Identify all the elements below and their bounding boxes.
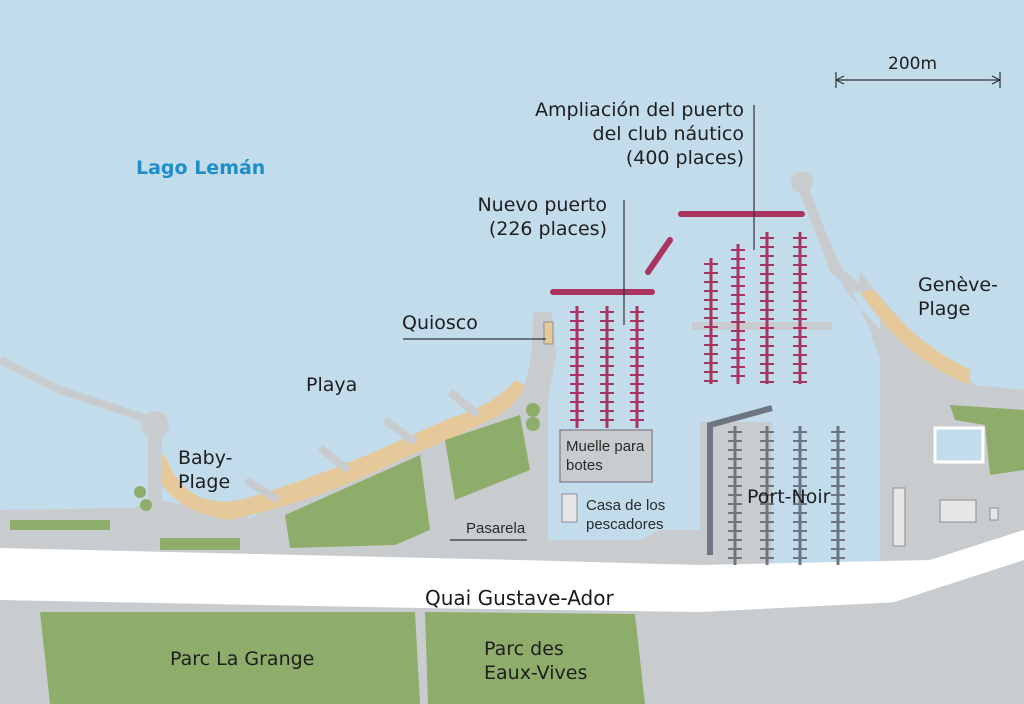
port-noir-breakwater bbox=[707, 405, 773, 555]
baby-plage-label: Baby- Plage bbox=[178, 447, 233, 493]
quiosco-label: Quiosco bbox=[402, 312, 478, 334]
parc-eaux-vives-label: Parc des Eaux-Vives bbox=[484, 638, 588, 684]
geneve-plage-label: Genève- Plage bbox=[918, 274, 998, 320]
block-se1 bbox=[642, 612, 775, 704]
shore-park-2 bbox=[445, 415, 530, 500]
harbor-land-east bbox=[820, 220, 900, 570]
quai-label: Quai Gustave-Ador bbox=[425, 586, 614, 610]
small-park-strip-2 bbox=[10, 520, 110, 530]
muelle-building bbox=[559, 429, 653, 483]
park-eaux-vives-shape bbox=[425, 612, 645, 704]
block-se3 bbox=[885, 560, 1024, 704]
small-park-strip bbox=[160, 538, 240, 550]
block-sw bbox=[0, 610, 30, 704]
park-la-grange-shape bbox=[40, 612, 420, 704]
shore-park-1 bbox=[285, 455, 430, 548]
ampliacion-label: Ampliación del puerto del club náutico (… bbox=[535, 99, 744, 169]
pool bbox=[933, 426, 985, 464]
pontoon-ampliacion bbox=[692, 322, 832, 330]
pasarela-label: Pasarela bbox=[466, 520, 526, 537]
playa-label: Playa bbox=[306, 374, 358, 396]
parc-la-grange-label: Parc La Grange bbox=[170, 648, 315, 670]
quai-road bbox=[0, 530, 1024, 612]
building-east-1 bbox=[939, 499, 977, 523]
beach-geneve bbox=[860, 290, 970, 385]
muelle-label: Muelle para botes bbox=[566, 438, 645, 474]
casa-pescadores-building bbox=[561, 493, 578, 523]
pier-west bbox=[148, 425, 162, 505]
scale-label: 200m bbox=[888, 54, 938, 74]
lake-label: Lago Lemán bbox=[136, 157, 266, 179]
berths-port-noir bbox=[728, 426, 845, 565]
nuevo-puerto-label: Nuevo puerto (226 places) bbox=[477, 194, 607, 240]
berths-ampliacion bbox=[704, 232, 807, 384]
block-se2 bbox=[765, 606, 920, 704]
building-east-2 bbox=[989, 507, 999, 521]
building-east-3 bbox=[892, 487, 906, 547]
quiosco-building bbox=[543, 321, 554, 345]
berths-nuevo-puerto bbox=[570, 306, 644, 428]
beach-playa bbox=[150, 380, 525, 520]
scale-bar bbox=[834, 72, 1002, 88]
casa-pescadores-label: Casa de los pescadores bbox=[586, 497, 666, 533]
pier-head-east bbox=[791, 171, 813, 193]
beach-jetties bbox=[243, 388, 481, 504]
shore-park-3 bbox=[950, 405, 1024, 475]
new-breakwaters bbox=[550, 211, 805, 295]
breakwater-west bbox=[0, 356, 152, 424]
leader-lines bbox=[403, 105, 755, 541]
breakwater-east bbox=[797, 183, 864, 294]
port-noir-label: Port-Noir bbox=[747, 486, 831, 508]
trees bbox=[134, 403, 540, 511]
